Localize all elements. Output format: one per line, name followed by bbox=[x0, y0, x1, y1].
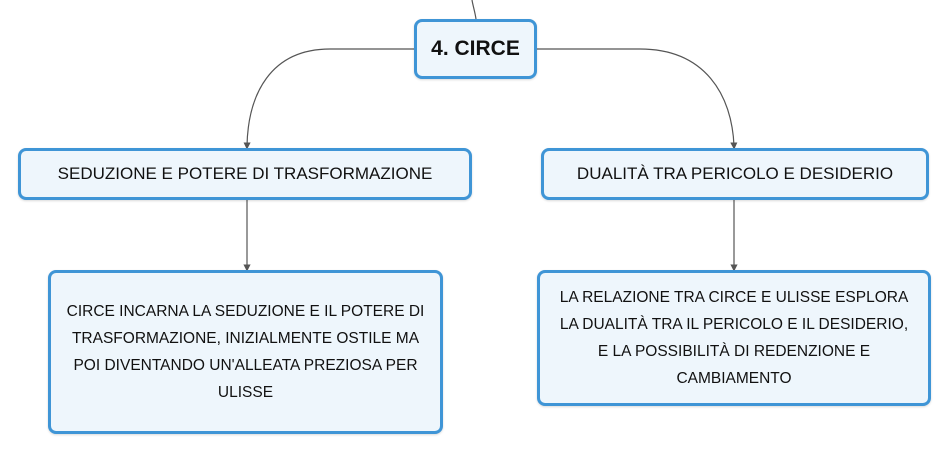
connector-root-to-right-branch bbox=[537, 48, 738, 150]
root-topic-node[interactable]: 4. CIRCE bbox=[414, 19, 537, 79]
subtopic-label-duality: DUALITÀ TRA PERICOLO E DESIDERIO bbox=[576, 164, 894, 183]
subtopic-node-duality[interactable]: DUALITÀ TRA PERICOLO E DESIDERIO bbox=[541, 148, 929, 200]
connector-root-to-left-branch bbox=[243, 48, 414, 150]
detail-node-seduction[interactable]: CIRCE INCARNA LA SEDUZIONE E IL POTERE D… bbox=[48, 270, 443, 434]
connector-parent-to-root bbox=[471, 0, 477, 20]
subtopic-label-seduction: SEDUZIONE E POTERE DI TRASFORMAZIONE bbox=[57, 164, 433, 183]
detail-node-duality[interactable]: LA RELAZIONE TRA CIRCE E ULISSE ESPLORA … bbox=[537, 270, 931, 406]
root-topic-label: 4. CIRCE bbox=[431, 37, 520, 60]
detail-text-seduction: CIRCE INCARNA LA SEDUZIONE E IL POTERE D… bbox=[66, 303, 425, 401]
subtopic-node-seduction[interactable]: SEDUZIONE E POTERE DI TRASFORMAZIONE bbox=[18, 148, 472, 200]
detail-text-duality: LA RELAZIONE TRA CIRCE E ULISSE ESPLORA … bbox=[559, 289, 909, 387]
